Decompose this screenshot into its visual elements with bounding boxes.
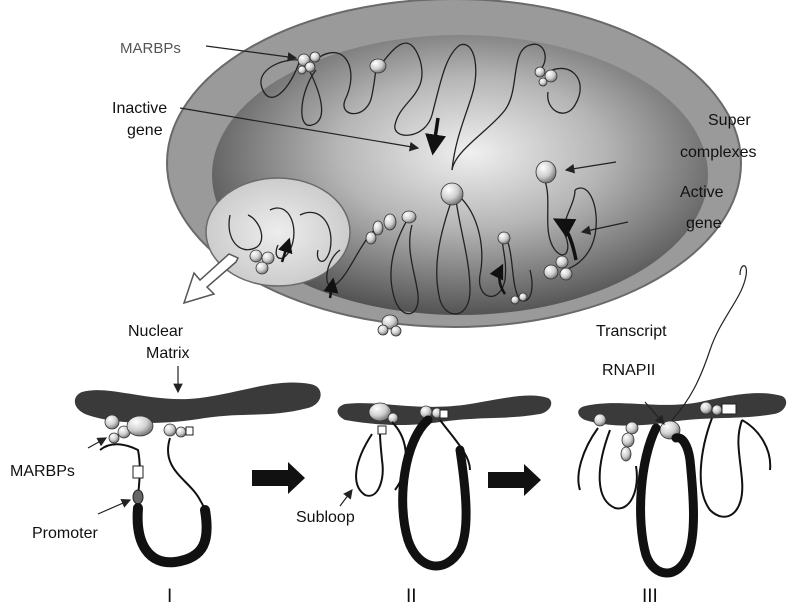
- marbp-ball: [391, 326, 401, 336]
- label-transcript: Transcript: [596, 323, 667, 340]
- stage-two: Subloop II: [296, 396, 551, 606]
- label-promoter: Promoter: [32, 525, 98, 542]
- label-marbps-top: MARBPs: [120, 40, 181, 57]
- marbp-large: [127, 416, 153, 436]
- subloop-leader: [340, 490, 352, 506]
- marbp-ball: [305, 62, 315, 72]
- marbp-ball: [298, 66, 306, 74]
- label-super-complexes-1: Super: [708, 112, 751, 129]
- marbp-ball: [544, 265, 558, 279]
- label-active-gene-2: gene: [686, 215, 722, 232]
- label-subloop: Subloop: [296, 509, 355, 526]
- stage-three: Transcript RNAPII III: [578, 266, 786, 606]
- marbp-ball: [250, 250, 262, 262]
- marbp-ball: [176, 427, 186, 437]
- stage-one: MARBPs Promoter I: [10, 383, 321, 606]
- label-inactive-gene-1: Inactive: [112, 100, 167, 117]
- marbp-ball: [373, 221, 383, 235]
- stage-label-1: I: [167, 586, 172, 606]
- gene-loop: [641, 428, 694, 573]
- nuclear-matrix-band: [578, 393, 786, 426]
- label-marbps-bottom: MARBPs: [10, 463, 75, 480]
- marbp-ball: [560, 268, 572, 280]
- marbp-ball: [378, 325, 388, 335]
- marbp-ball: [388, 413, 398, 423]
- marbp-ball: [256, 262, 268, 274]
- mar-element: [722, 404, 736, 414]
- subloop: [356, 434, 383, 496]
- magnify-arrow: [184, 254, 238, 303]
- marbp-ball: [366, 232, 376, 244]
- marbp-ball: [626, 422, 638, 434]
- marbp-ball: [622, 433, 634, 447]
- label-nuclear-matrix-1: Nuclear: [128, 323, 184, 340]
- label-rnapii: RNAPII: [602, 362, 655, 379]
- marbp-ball: [164, 424, 176, 436]
- marbp-ball: [384, 214, 396, 230]
- mar-element: [186, 427, 193, 435]
- marbp-ball: [594, 414, 606, 426]
- marbp-ball: [105, 415, 119, 429]
- stage-label-3: III: [642, 586, 658, 606]
- label-super-complexes-2: complexes: [680, 144, 756, 161]
- label-nuclear-matrix-2: Matrix: [146, 345, 190, 362]
- chromatin-fiber: [578, 428, 598, 490]
- mar-element: [440, 410, 448, 418]
- process-arrow-2: [488, 464, 541, 496]
- marbp-ball: [370, 59, 386, 73]
- stage-label-2: II: [406, 586, 417, 606]
- process-arrow-1: [252, 462, 305, 494]
- marbp-ball: [535, 67, 545, 77]
- marbp-ball: [539, 78, 547, 86]
- marbp-ball: [402, 211, 416, 223]
- marbp-ball: [519, 293, 527, 301]
- marbp-ball: [712, 405, 722, 415]
- chromatin-fiber: [742, 420, 770, 470]
- super-complex: [536, 161, 556, 183]
- promoter-element: [133, 490, 143, 504]
- label-inactive-gene-2: gene: [127, 122, 163, 139]
- marbp-ball: [621, 447, 631, 461]
- gene-loop: [138, 508, 207, 562]
- marbp-ball: [511, 296, 519, 304]
- marbp-ball: [109, 433, 119, 443]
- marbp-ball: [556, 256, 568, 268]
- marbp-ball: [498, 232, 510, 244]
- mar-element: [378, 426, 386, 434]
- promoter-leader: [98, 500, 130, 514]
- marbp-ball: [310, 52, 320, 62]
- marbp-ball: [700, 402, 712, 414]
- chromatin-fiber: [701, 418, 743, 517]
- label-active-gene-1: Active: [680, 184, 724, 201]
- mar-element: [133, 466, 143, 478]
- super-complex: [441, 183, 463, 205]
